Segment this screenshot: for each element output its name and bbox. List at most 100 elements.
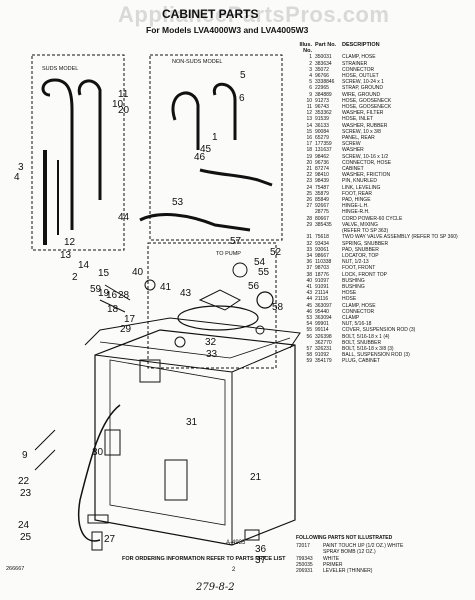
callout-number: 18 [107,304,119,315]
callout-number: 59 [90,284,102,295]
part-no: 80667 [315,215,329,222]
description: CONNECTOR [342,66,375,73]
callout-number: 30 [92,447,104,458]
col-desc-header: DESCRIPTION [342,42,380,48]
illus-no: 27 [306,203,312,210]
description: FOOT, FRONT [342,265,376,272]
part-no: 85849 [315,197,329,204]
parts-list-header: Illus. No. Part No. DESCRIPTION [296,42,468,54]
callout-number: 14 [78,260,90,271]
illus-no: 6 [309,85,312,92]
description: BUSHING [342,283,365,290]
ordering-note: FOR ORDERING INFORMATION REFER TO PARTS … [122,556,286,562]
description: LOCK, FRONT TOP [342,271,388,278]
watermark: AppliancePartsPros.com [118,2,390,27]
callout-number: 55 [258,267,270,278]
description: CLAMP [342,314,360,321]
callout-number: 58 [272,302,284,313]
illus-no: 41 [306,283,312,290]
illus-no: 20 [306,159,312,166]
col-part-header: Part No. [315,42,337,48]
part-no: 75487 [315,184,329,191]
page-title: CABINET PARTS [162,7,259,21]
callout-number: 11 [118,89,129,100]
list-item: 250035 PRIMER [296,562,466,568]
part-no: 362770 [315,339,332,346]
description: STRAP, GROUND [342,85,384,92]
description: CABINET [342,166,364,173]
illus-no: 5 [309,79,312,86]
illus-no: 4 [309,73,312,80]
callout-number: 57 [230,236,242,247]
description: HOSE, INLET [342,116,374,123]
callout-number: 19 [98,288,110,299]
description: PRIMER [323,561,343,568]
illus-no: 32 [306,240,312,247]
description: LEVELER (THINNER) [323,568,373,575]
to-pump-caption: TO PUMP [216,251,241,257]
illus-no: 43 [306,290,312,297]
description: NUT, 1/2-13 [342,259,369,266]
description: NUT, 5/16-18 [342,321,372,328]
illus-no: 12 [306,110,312,117]
table-row: (REFER TO SP 363) [296,228,468,234]
part-no: 799343 [296,555,313,562]
part-no: 93061 [315,246,329,253]
callout-number: 33 [206,349,218,360]
illus-no: 15 [306,128,312,135]
callout-number: 17 [124,314,136,325]
description: PAD, SNUBBER [342,246,379,253]
illus-no: 10 [306,97,312,104]
illus-no: 59 [306,358,312,365]
part-no: 326398 [315,333,332,340]
part-no: 326231 [315,345,332,352]
part-no: 98410 [315,172,329,179]
illus-no: 17 [306,141,312,148]
part-no: 91539 [315,116,329,123]
illus-no: 53 [306,314,312,321]
illus-no: 38 [306,271,312,278]
description: LINK, LEVELING [342,184,381,191]
illus-no: 22 [306,172,312,179]
callout-number: 16 [106,290,118,301]
part-no: 250035 [296,561,313,568]
description: BOLT, 5/16-18 x 1 (4) [342,333,390,340]
illus-no: 56 [306,333,312,340]
description: SPRING, SNUBBER [342,240,389,247]
description: SCREW, 10-16 x 1/2 [342,153,389,160]
illus-no: 57 [306,345,312,352]
illus-no: 33 [306,246,312,253]
part-no: 21116 [315,296,329,303]
illus-no: 31 [306,234,312,241]
illus-no: 58 [306,352,312,359]
description: HINGE-R.H. [342,209,370,216]
suds-model-caption: SUDS MODEL [42,66,78,72]
description: CLAMP, HOSE [342,54,376,61]
description: BOLT, 5/16-18 x 3/8 (3) [342,345,394,352]
callout-number: 44 [118,212,130,223]
part-no: 22965 [315,85,329,92]
